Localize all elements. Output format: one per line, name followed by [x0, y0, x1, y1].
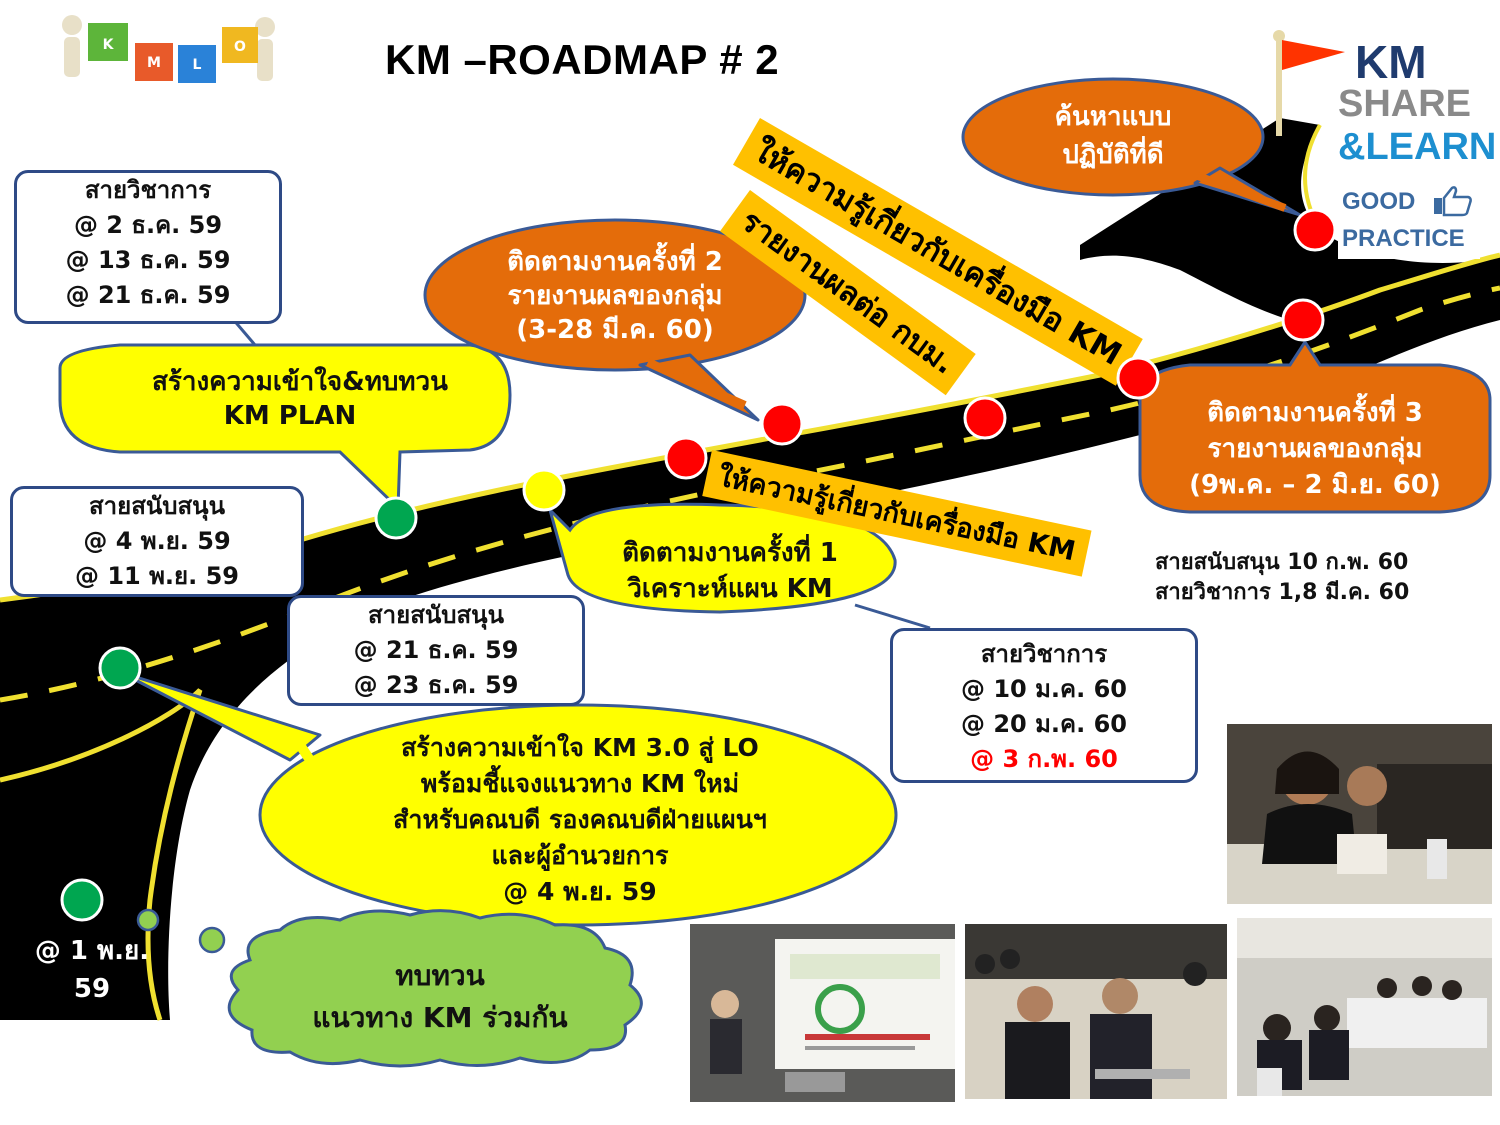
bubble-review-line: แนวทาง KM ร่วมกัน [312, 1001, 568, 1034]
bubble-follow2: ติดตามงานครั้งที่ 2 รายงานผลของกลุ่ม (3-… [440, 245, 790, 347]
box-academic-top-line: @ 2 ธ.ค. 59 [73, 211, 223, 239]
box-support-mid-line: @ 21 ธ.ค. 59 [353, 636, 519, 664]
audience-seated-photo [965, 924, 1227, 1099]
bubble-follow3-line: รายงานผลของกลุ่ม [1207, 434, 1423, 464]
bubble-km-plan-line: สร้างความเข้าใจ&ทบทวน [152, 367, 448, 397]
km-share-learn-logo: KM SHARE &LEARN GOOD PRACTICE [1270, 28, 1496, 260]
bubble-follow3-line: (9พ.ค. – 2 มิ.ย. 60) [1189, 470, 1441, 500]
bubble-best-practice: ค้นหาแบบ ปฏิบัติที่ดี [968, 98, 1258, 174]
good-practice-panel [1338, 183, 1480, 259]
bubble-best-practice-line: ค้นหาแบบ [1054, 102, 1172, 132]
milestone-red-report [963, 396, 1007, 440]
box-academic-right: สายวิชาการ @ 10 ม.ค. 60 @ 20 ม.ค. 60 @ 3… [890, 628, 1198, 783]
bubble-follow1-line: ติดตามงานครั้งที่ 1 [622, 538, 838, 568]
box-academic-top: สายวิชาการ @ 2 ธ.ค. 59 @ 13 ธ.ค. 59 @ 21… [14, 170, 282, 324]
milestone-green-km-plan [374, 496, 418, 540]
note-right-schedule-line: สายวิชาการ 1,8 มี.ค. 60 [1155, 580, 1410, 605]
kmlo-letter-l: L [193, 57, 202, 73]
note-right-schedule: สายสนับสนุน 10 ก.พ. 60 สายวิชาการ 1,8 มี… [1155, 548, 1409, 608]
bubble-follow1: ติดตามงานครั้งที่ 1 วิเคราะห์แผน KM [565, 535, 895, 607]
box-support-left-line: สายสนับสนุน [89, 492, 225, 520]
bubble-km30-line: พร้อมชี้แจงแนวทาง KM ใหม่ [420, 769, 740, 798]
bubble-best-practice-line: ปฏิบัติที่ดี [1062, 140, 1164, 170]
milestone-red-tools-mid [664, 436, 708, 480]
thumbs-up-icon [1434, 186, 1472, 217]
box-academic-right-line: สายวิชาการ [980, 640, 1108, 668]
bubble-km-plan-line: KM PLAN [223, 401, 357, 431]
bubble-km30-line: @ 4 พ.ย. 59 [503, 877, 657, 906]
kmlo-letter-o: O [234, 39, 246, 55]
seminar-presenter-photo [690, 924, 955, 1102]
milestone-red-tools-top [1116, 356, 1160, 400]
bubble-km30-line: สำหรับคณบดี รองคณบดีฝ่ายแผนฯ [393, 805, 767, 834]
milestone-red-follow2 [760, 402, 804, 446]
bubble-km-plan-shape [58, 343, 512, 512]
bubble-follow2-line: (3-28 มี.ค. 60) [516, 315, 714, 345]
group-discussion-photo [1237, 918, 1492, 1096]
logo-good: GOOD [1342, 188, 1416, 215]
cloud-dot-small [136, 908, 160, 932]
box-support-left-line: @ 11 พ.ย. 59 [75, 562, 239, 590]
page-title: KM –ROADMAP # 2 [385, 36, 780, 83]
box-support-mid-line: @ 23 ธ.ค. 59 [353, 671, 519, 699]
logo-learn: &LEARN [1338, 126, 1497, 168]
box-academic-top-line: @ 13 ธ.ค. 59 [65, 246, 231, 274]
meeting-speaker-photo [1227, 724, 1492, 904]
cloud-dot-large [198, 926, 226, 954]
box-support-mid-line: สายสนับสนุน [368, 601, 504, 629]
bubble-follow3: ติดตามงานครั้งที่ 3 รายงานผลของกลุ่ม (9พ… [1140, 395, 1490, 503]
kmlo-letter-k: K [103, 37, 115, 53]
note-start-date-line: 59 [73, 974, 111, 1004]
milestone-yellow-follow1 [522, 468, 566, 512]
box-support-left: สายสนับสนุน @ 4 พ.ย. 59 @ 11 พ.ย. 59 [10, 486, 304, 597]
kmlo-puzzle-logo: K M L O [62, 15, 275, 83]
box-support-mid: สายสนับสนุน @ 21 ธ.ค. 59 @ 23 ธ.ค. 59 [287, 595, 585, 706]
road-curve-top [1080, 118, 1500, 335]
bubble-km30-line: และผู้อำนวยการ [491, 841, 669, 870]
bubble-km30: สร้างความเข้าใจ KM 3.0 สู่ LO พร้อมชี้แจ… [290, 730, 870, 910]
red-flag-icon [1273, 30, 1345, 136]
bubble-review-line: ทบทวน [395, 959, 485, 992]
bubble-follow2-line: รายงานผลของกลุ่ม [507, 281, 723, 311]
box-academic-top-line: @ 21 ธ.ค. 59 [65, 281, 231, 309]
box-academic-right-highlight: @ 3 ก.พ. 60 [970, 745, 1118, 773]
bubble-km-plan: สร้างความเข้าใจ&ทบทวน KM PLAN [70, 365, 510, 433]
bubble-follow2-line: ติดตามงานครั้งที่ 2 [507, 247, 723, 277]
milestone-green-start [60, 878, 104, 922]
bubble-review: ทบทวน แนวทาง KM ร่วมกัน [245, 955, 635, 1039]
box-academic-top-line: สายวิชาการ [84, 176, 212, 204]
logo-practice: PRACTICE [1342, 225, 1465, 252]
note-start-date: @ 1 พ.ย. 59 [12, 932, 172, 1008]
box-academic-right-line: @ 10 ม.ค. 60 [961, 675, 1127, 703]
box-support-left-line: @ 4 พ.ย. 59 [83, 527, 231, 555]
bubble-km30-line: สร้างความเข้าใจ KM 3.0 สู่ LO [401, 733, 759, 762]
bubble-follow3-line: ติดตามงานครั้งที่ 3 [1207, 398, 1423, 428]
note-right-schedule-line: สายสนับสนุน 10 ก.พ. 60 [1155, 550, 1409, 575]
milestone-red-best-practice [1293, 208, 1337, 252]
review-cloud-shape [227, 909, 643, 1068]
milestone-red-follow3 [1281, 298, 1325, 342]
logo-km: KM [1355, 36, 1427, 88]
kmlo-letter-m: M [147, 55, 161, 71]
box-academic-right-line: @ 20 ม.ค. 60 [961, 710, 1127, 738]
milestone-green-km30 [98, 646, 142, 690]
logo-share: SHARE [1338, 83, 1472, 125]
note-start-date-line: @ 1 พ.ย. [34, 936, 150, 966]
bubble-follow1-line: วิเคราะห์แผน KM [627, 574, 833, 604]
